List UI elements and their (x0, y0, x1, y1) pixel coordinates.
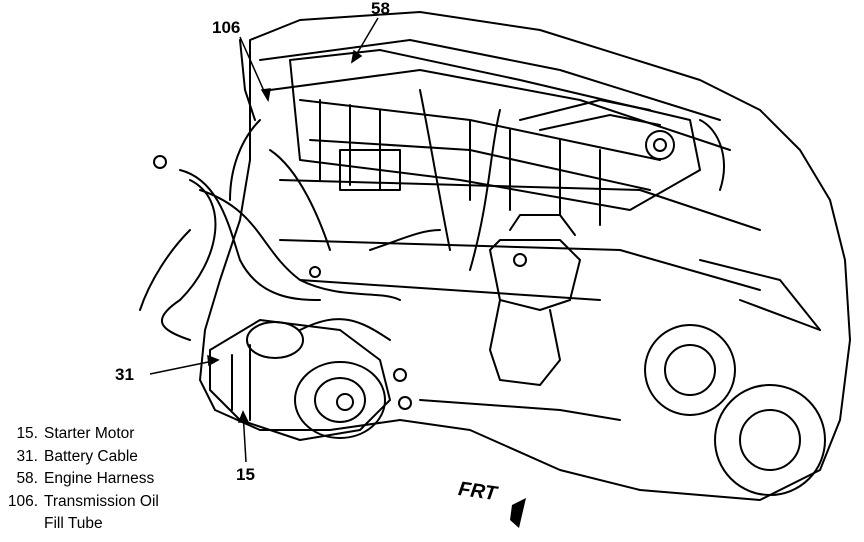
legend-item-continuation: Fill Tube (4, 513, 159, 536)
legend-item: 31. Battery Cable (4, 446, 159, 469)
front-pulley (644, 259, 826, 496)
legend-label: Transmission Oil (44, 492, 159, 510)
leader-arrow-31 (207, 354, 220, 367)
legend-number: 106. (7, 492, 38, 510)
intake-manifold (319, 99, 601, 226)
leader-arrow-106 (260, 88, 271, 103)
legend-item: 106. Transmission Oil (4, 491, 159, 514)
wiring-harness (139, 39, 725, 341)
fasteners (153, 155, 412, 410)
legend-item: 15. Starter Motor (4, 423, 159, 446)
legend-label: Battery Cable (44, 447, 138, 465)
callout-58: 58 (371, 0, 390, 18)
callout-31: 31 (115, 365, 134, 384)
legend-number: 58. (16, 470, 38, 487)
legend-number: 15. (16, 425, 38, 442)
legend-label: Engine Harness (44, 470, 155, 487)
leader-line-31 (149, 359, 219, 375)
legend-label: Fill Tube (44, 515, 103, 532)
front-direction-arrow-icon (510, 498, 526, 528)
legend-item: 58. Engine Harness (4, 468, 159, 491)
distributor (489, 214, 581, 386)
leader-arrow-58 (350, 49, 363, 64)
starter-motor (209, 319, 391, 441)
legend-label: Starter Motor (44, 425, 135, 442)
callout-106: 106 (212, 18, 241, 37)
parts-legend: 15. Starter Motor 31. Battery Cable 58. … (4, 423, 159, 536)
callout-15: 15 (236, 465, 255, 484)
leader-arrow-15 (237, 410, 250, 423)
legend-number: 31. (16, 447, 38, 465)
